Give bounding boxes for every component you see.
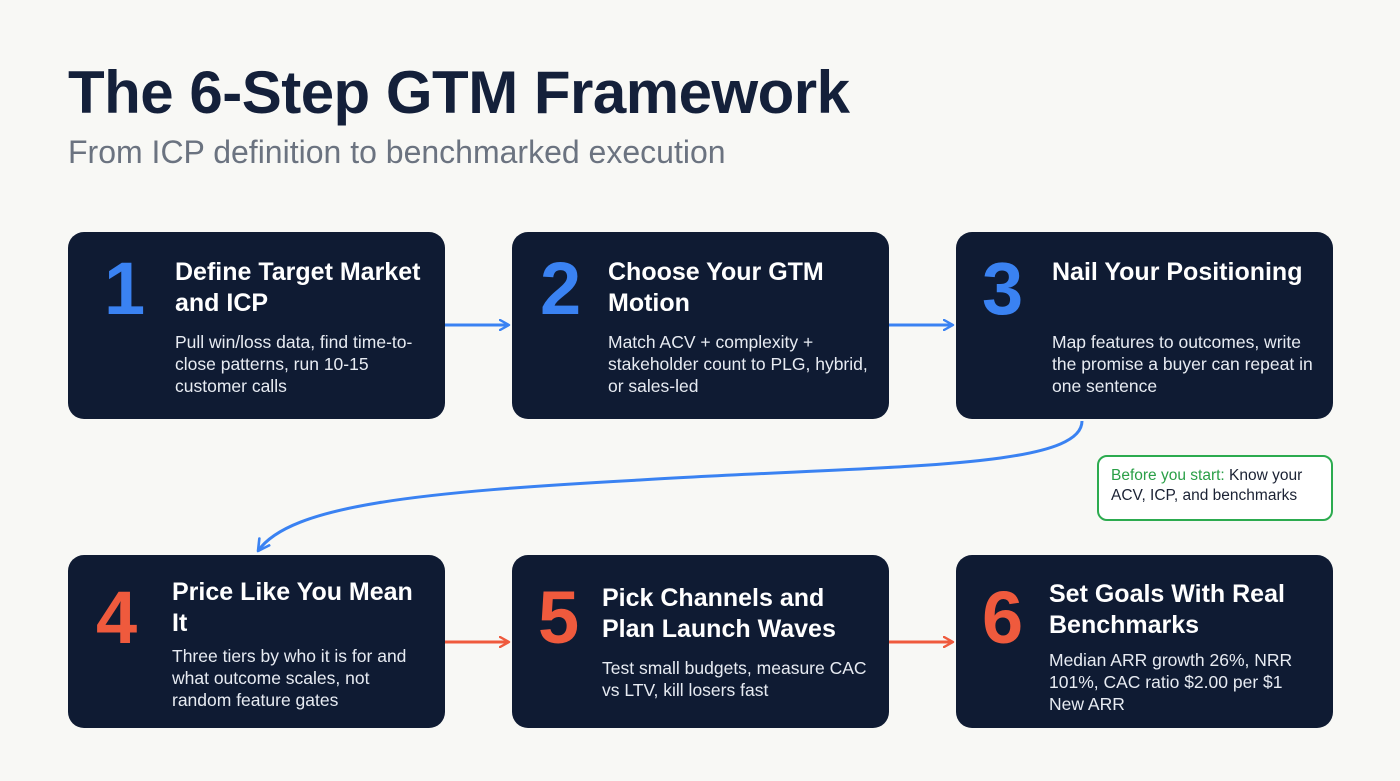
page-title: The 6-Step GTM Framework	[68, 59, 850, 126]
step-card-2: 2 Choose Your GTM Motion Match ACV + com…	[512, 232, 889, 419]
step-description: Three tiers by who it is for and what ou…	[172, 646, 407, 710]
note-text: Know your ACV, ICP, and benchmarks	[1111, 467, 1303, 504]
note-lead: Before you start:	[1111, 467, 1225, 484]
step-number: 6	[982, 576, 1024, 659]
step-number: 5	[538, 576, 580, 659]
step-card-1: 1 Define Target Market and ICP Pull win/…	[68, 232, 445, 419]
step-description: Match ACV + complexity + stakeholder cou…	[608, 332, 868, 396]
page-subtitle: From ICP definition to benchmarked execu…	[68, 134, 726, 170]
step-description: Map features to outcomes, write the prom…	[1052, 332, 1313, 396]
step-card-3: 3 Nail Your Positioning Map features to …	[956, 232, 1333, 419]
step-number: 4	[96, 576, 138, 659]
step-title: Price Like You Mean It	[172, 578, 413, 637]
step-title: Nail Your Positioning	[1052, 258, 1303, 286]
step-description: Test small budgets, measure CAC vs LTV, …	[602, 658, 867, 700]
step-number: 3	[982, 247, 1024, 330]
step-description: Median ARR growth 26%, NRR 101%, CAC rat…	[1049, 650, 1293, 714]
step-number: 1	[104, 247, 146, 330]
step-title: Choose Your GTM Motion	[608, 258, 824, 317]
step-title: Set Goals With Real Benchmarks	[1049, 580, 1285, 639]
step-title: Define Target Market and ICP	[175, 258, 421, 317]
step-card-5: 5 Pick Channels and Plan Launch Waves Te…	[512, 555, 889, 728]
step-number: 2	[540, 247, 582, 330]
arrow-step3-to-step4	[256, 420, 1084, 553]
step-title: Pick Channels and Plan Launch Waves	[602, 584, 836, 643]
prerequisite-note: Before you start: Know your ACV, ICP, an…	[1097, 455, 1333, 521]
step-description: Pull win/loss data, find time-to-close p…	[175, 332, 413, 396]
step-card-4: 4 Price Like You Mean It Three tiers by …	[68, 555, 445, 728]
step-card-6: 6 Set Goals With Real Benchmarks Median …	[956, 555, 1333, 728]
